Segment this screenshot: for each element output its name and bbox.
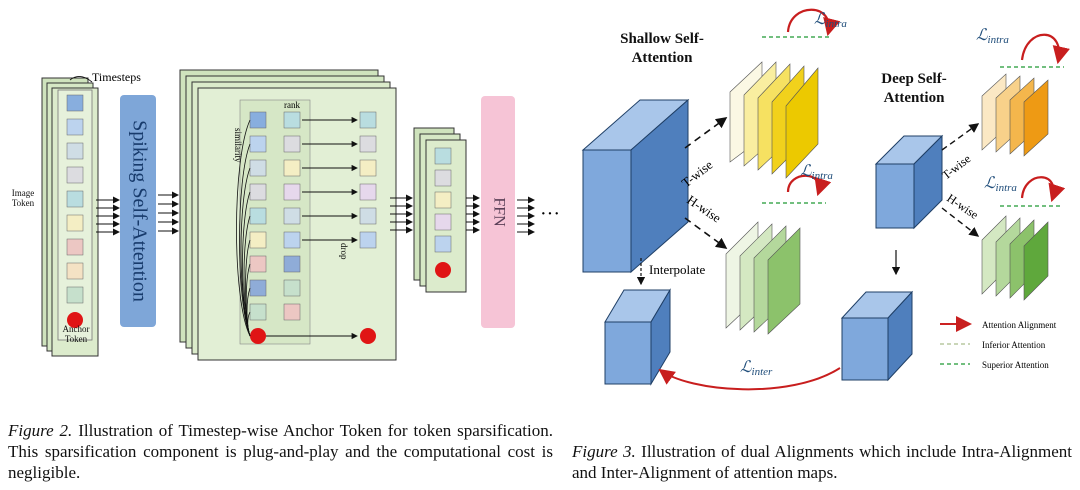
figure2-caption: Figure 2. Illustration of Timestep-wise … [8, 420, 553, 483]
deep-h-wise-label: H-wise [944, 191, 981, 222]
interpolated-attention-cube [604, 288, 671, 386]
svg-text:ℒintra: ℒintra [984, 175, 1017, 194]
shallow-attention-cube [581, 98, 690, 274]
shallow-t-wise-maps [729, 61, 819, 179]
svg-text:ℒintra: ℒintra [976, 27, 1009, 46]
input-token-column [66, 94, 84, 328]
similarity-label: similarity [233, 128, 243, 163]
deep-t-intra-loss-sub: intra [988, 34, 1010, 46]
ellipsis-label: ··· [540, 203, 560, 225]
similarity-token-column [249, 111, 267, 344]
legend-superior-attention: Superior Attention [982, 360, 1049, 370]
legend-attention-alignment: Attention Alignment [982, 320, 1057, 330]
svg-text:ℒinter: ℒinter [740, 359, 773, 378]
figure3-caption-text: Illustration of dual Alignments which in… [572, 442, 1072, 482]
shallow-h-wise-maps [725, 221, 801, 335]
ffn-block [481, 96, 515, 328]
svg-text:ℒintra: ℒintra [800, 163, 833, 182]
drop-label: drop [339, 243, 349, 260]
deep-t-wise-maps [981, 73, 1049, 157]
svg-text:ℒintra: ℒintra [814, 11, 847, 30]
deep-h-wise-maps [981, 215, 1049, 301]
image-token-label: Image Token [11, 188, 35, 208]
deep-h-intra-loss-sub: intra [996, 182, 1018, 194]
spiking-self-attention-block [120, 95, 156, 327]
input-token-stack [41, 77, 99, 357]
kept-token-column [359, 111, 377, 344]
deep-h-intra-loss: ℒ [984, 175, 996, 192]
deep-self-attention-label: Deep Self-Attention [881, 71, 947, 106]
figure3-caption-prefix: Figure 3. [572, 442, 636, 461]
h-wise-label: H-wise [684, 192, 724, 226]
timesteps-label: Timesteps [92, 70, 141, 84]
figure3-caption: Figure 3. Illustration of dual Alignment… [572, 441, 1072, 483]
figure2-caption-prefix: Figure 2. [8, 421, 73, 440]
deep-interpolated-cube [840, 290, 914, 382]
anchor-token-dot [67, 312, 83, 328]
shallow-intra-alignment [762, 8, 841, 204]
output-token-stack [413, 127, 467, 293]
interpolate-label: Interpolate [649, 262, 706, 277]
inter-alignment-arrow [658, 367, 841, 391]
deep-attention-cube [874, 134, 944, 230]
inter-loss-sub: inter [752, 366, 773, 378]
shallow-h-intra-loss: ℒ [800, 163, 812, 180]
figure2-caption-text: Illustration of Timestep-wise Anchor Tok… [8, 421, 554, 482]
diagram-canvas: Timesteps Image Token Anchor Token Spiki… [11, 8, 1070, 391]
sparsification-panel: similarity rank [179, 69, 397, 361]
shallow-t-intra-loss-sub: intra [826, 18, 848, 30]
deep-intra-alignment [1000, 33, 1070, 207]
inter-loss: ℒ [740, 359, 752, 376]
legend-inferior-attention: Inferior Attention [982, 340, 1046, 350]
deep-t-wise-label: T-wise [939, 151, 973, 182]
ffn-label: FFN [490, 197, 507, 227]
figure3-diagram: Shallow Self-Attention T-wise H-wise [581, 8, 1070, 391]
shallow-t-intra-loss: ℒ [814, 11, 826, 28]
spiking-self-attention-label: Spiking Self-Attention [128, 120, 150, 302]
figure2-diagram: Timesteps Image Token Anchor Token Spiki… [11, 69, 560, 361]
anchor-token-label: Anchor Token [62, 324, 90, 344]
rank-label: rank [284, 100, 300, 110]
rank-token-column [283, 111, 301, 321]
deep-t-intra-loss: ℒ [976, 27, 988, 44]
shallow-h-intra-loss-sub: intra [812, 170, 834, 182]
legend: Attention Alignment Inferior Attention S… [940, 316, 1057, 370]
shallow-self-attention-label: Shallow Self-Attention [620, 31, 704, 66]
